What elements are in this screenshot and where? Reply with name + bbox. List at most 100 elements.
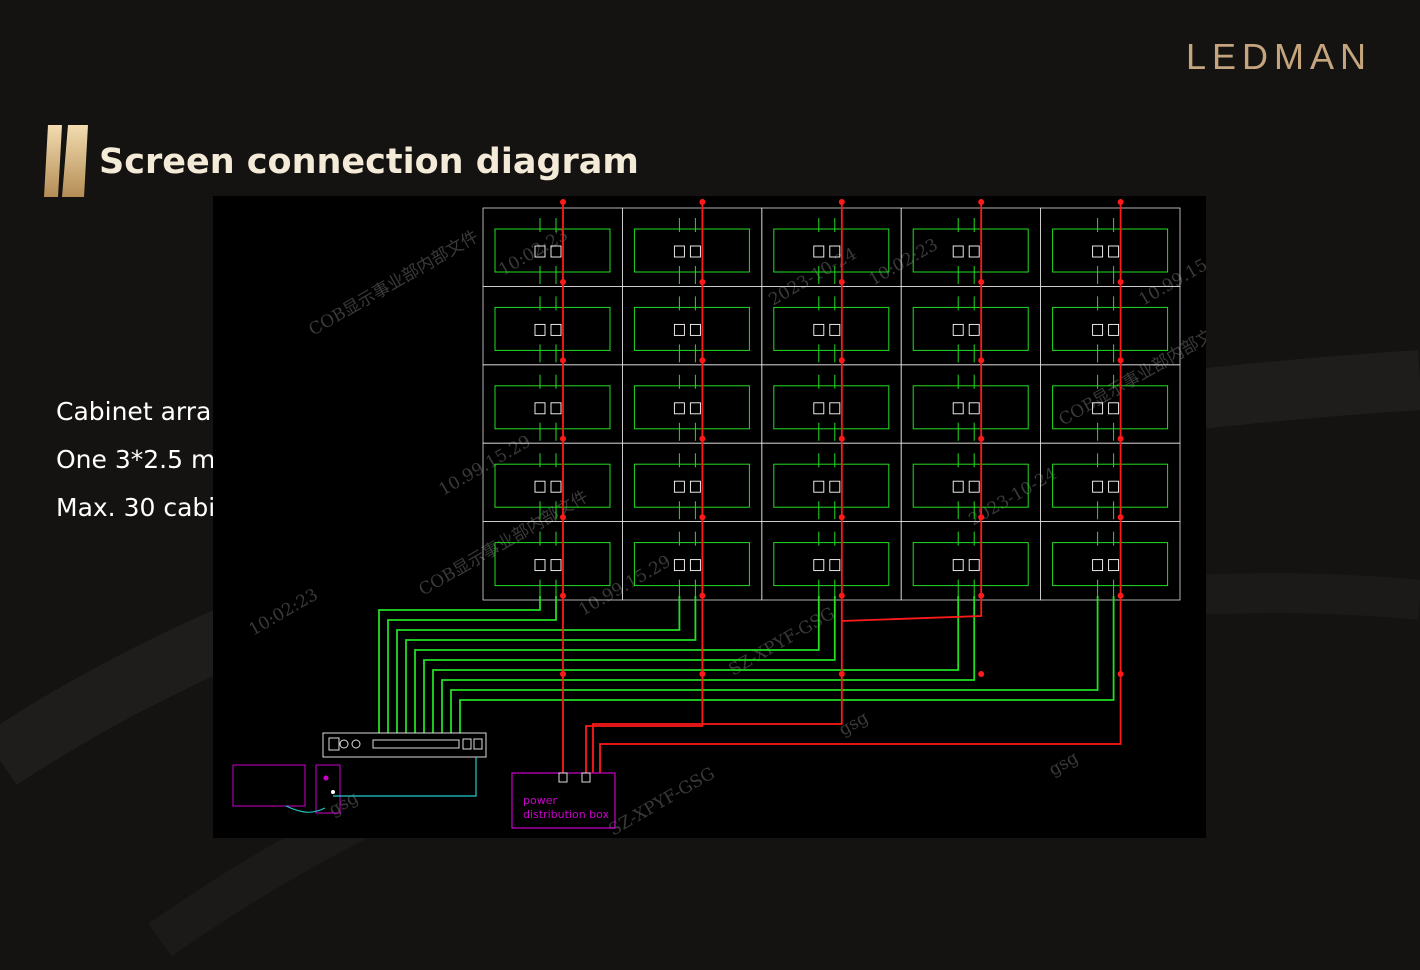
cabinet [1040, 207, 1181, 287]
cabinet-port [1108, 245, 1120, 258]
power-node [699, 199, 706, 205]
cabinet-connector [957, 374, 975, 389]
cabinet-connector [539, 531, 557, 546]
power-node [978, 514, 985, 521]
cabinet-frame [482, 364, 623, 444]
cabinet-connector [957, 344, 975, 363]
cabinet-module [494, 542, 611, 587]
title-accent-icon [44, 125, 88, 197]
cabinet-connector [957, 531, 975, 546]
signal-cable [423, 596, 836, 733]
cabinet-port [1108, 402, 1120, 415]
cabinet-connector [678, 296, 696, 311]
signal-cable [387, 596, 557, 733]
cabinet-connector [539, 579, 557, 598]
cabinet-port [813, 323, 825, 336]
cabinet-port [689, 245, 701, 258]
cabinet [761, 364, 902, 444]
cabinet-connector [678, 501, 696, 520]
power-feed [592, 610, 843, 773]
computer-monitor [232, 764, 341, 814]
power-node [560, 435, 566, 442]
power-feed [599, 610, 1122, 773]
cabinet-frame [761, 521, 902, 601]
cabinet-port [689, 323, 701, 336]
cabinet-port [968, 559, 980, 572]
cabinet-port [550, 245, 562, 258]
cabinet [621, 442, 763, 522]
cabinet-connector [539, 453, 557, 468]
cabinet-port [968, 480, 980, 493]
cabinet-port [534, 559, 546, 572]
watermark-text: 2023-10-24 [766, 244, 861, 310]
signal-cable [414, 596, 820, 733]
cabinet-connector [539, 344, 557, 363]
cabinet-port [1092, 245, 1104, 258]
cabinet-connector [957, 453, 975, 468]
cabinet [761, 442, 902, 522]
cabinet-port [1092, 323, 1104, 336]
cabinet-connector [539, 266, 557, 284]
cabinet-connector [1097, 374, 1115, 389]
cabinet-connector [539, 374, 557, 389]
cabinet-connector [957, 501, 975, 520]
cabinet-port [1108, 559, 1120, 572]
power-node [978, 357, 985, 364]
cabinet-connector [818, 344, 836, 363]
power-box-label: power distribution box [523, 794, 610, 821]
cabinet-connector [1097, 501, 1115, 520]
signal-cable [450, 596, 1099, 733]
cabinet-port [689, 402, 701, 415]
cabinet-port [813, 480, 825, 493]
cabinet-port [829, 559, 841, 572]
cabinet-connector [957, 422, 975, 441]
cabinet [621, 207, 763, 287]
cabinet-port [550, 323, 562, 336]
cabinet-frame [1040, 521, 1181, 601]
cabinet [621, 286, 763, 366]
power-node [1117, 592, 1124, 599]
cabinet-port [550, 480, 562, 493]
power-node [560, 592, 566, 599]
cabinet-connector [678, 579, 696, 598]
sending-card-device [322, 732, 487, 758]
power-node [699, 279, 706, 285]
power-node [699, 592, 706, 599]
cabinet-frame [1040, 442, 1181, 522]
signal-cable [405, 596, 697, 733]
cabinet-port [952, 402, 964, 415]
page-title: Screen connection diagram [99, 142, 639, 182]
cabinet-connector [957, 218, 975, 232]
power-node [838, 279, 845, 285]
power-node [838, 199, 845, 205]
cabinet-port [1108, 323, 1120, 336]
ledman-logo: LEDMAN [1185, 36, 1372, 77]
cabinet-connector [957, 296, 975, 311]
cabinet-connector [1097, 296, 1115, 311]
cabinet-connector [1097, 422, 1115, 441]
power-node [838, 592, 845, 599]
cabinet-port [952, 323, 964, 336]
cabinet-port [673, 480, 685, 493]
cabinet-port [813, 245, 825, 258]
cabinet-port [534, 480, 546, 493]
watermark-text: 10.99.15.29 [1136, 242, 1207, 311]
cabinet-module [773, 463, 890, 508]
power-box-label-line-1: power [523, 794, 557, 807]
power-node [978, 199, 985, 205]
power-node [838, 435, 845, 442]
power-node [560, 357, 566, 364]
cabinet-port [534, 245, 546, 258]
watermark-text: 10:02:23 [866, 235, 942, 291]
cabinet-frame [621, 364, 763, 444]
watermark-text: 10:02:23 [246, 585, 322, 641]
cabinet-port [968, 402, 980, 415]
cabinet-module [912, 542, 1029, 587]
cabinet-connector [818, 422, 836, 441]
cabinet-frame [900, 364, 1042, 444]
data-link-cable [333, 757, 477, 797]
power-node [978, 671, 985, 677]
watermark-text: COB显示事业部内部文件 [306, 227, 483, 341]
